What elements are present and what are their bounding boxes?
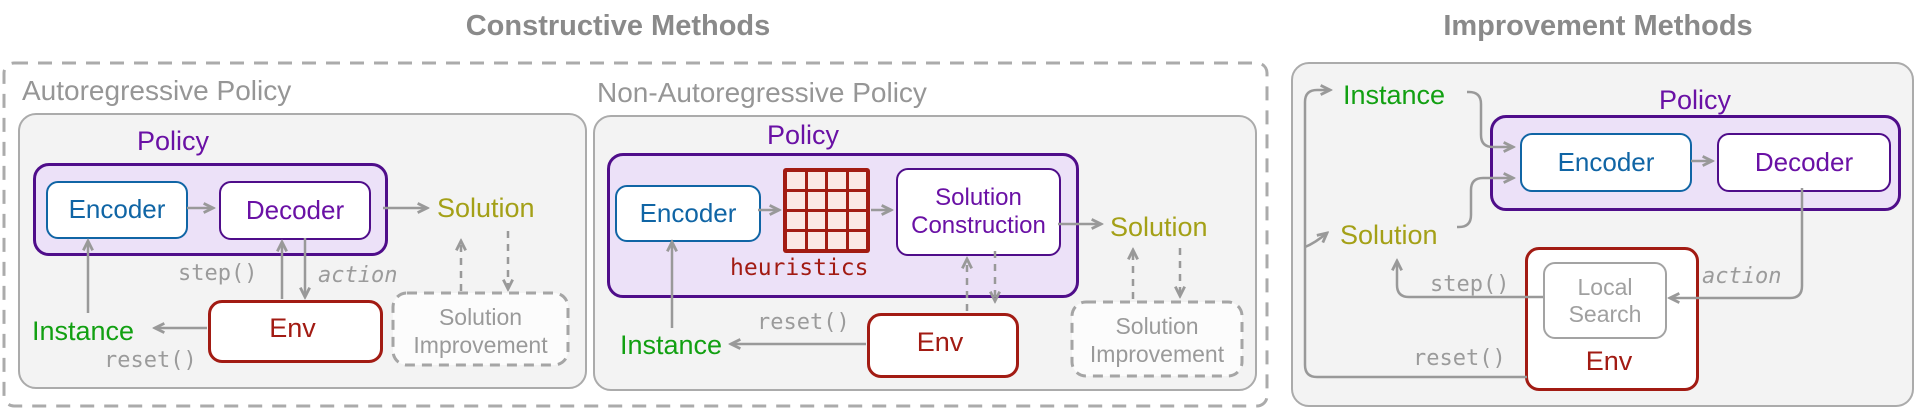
imp-step-label: step() (1430, 272, 1510, 297)
nar-encoder-box: Encoder (615, 185, 761, 242)
imp-instance-label: Instance (1343, 80, 1446, 110)
nar-si-line1: Solution (1115, 313, 1199, 339)
ar-encoder-box: Encoder (46, 181, 188, 239)
ar-decoder-box: Decoder (219, 181, 371, 240)
nar-env-label: Env (916, 327, 964, 357)
ar-step-label: step() (178, 261, 258, 286)
ar-instance-label: Instance (32, 316, 135, 346)
ar-env-label: Env (269, 313, 316, 343)
sc-line1: Solution (935, 184, 1022, 212)
imp-decoder-label: Decoder (1754, 146, 1854, 177)
nar-reset-label: reset() (757, 310, 850, 335)
nar-policy-label: Policy (766, 120, 840, 150)
ar-reset-label: reset() (104, 348, 197, 373)
ar-decoder-label: Decoder (245, 194, 345, 225)
imp-local-search-box: Local Search (1543, 262, 1667, 339)
imp-action-label: action (1702, 264, 1782, 289)
ar-solution-improvement-label: Solution Improvement (393, 303, 568, 359)
imp-solution-label: Solution (1340, 220, 1438, 250)
imp-decoder-box: Decoder (1717, 133, 1891, 192)
constructive-methods-title: Constructive Methods (465, 10, 771, 42)
imp-env-label: Env (1585, 346, 1633, 376)
ar-policy-label: Policy (136, 126, 210, 156)
imp-encoder-label: Encoder (1557, 146, 1655, 177)
ar-si-line2: Improvement (413, 332, 548, 359)
nar-solution-label: Solution (1110, 212, 1208, 242)
nar-heuristics-label: heuristics (730, 255, 869, 281)
ls-line2: Search (1568, 300, 1642, 327)
nar-si-line2: Improvement (1089, 341, 1225, 368)
nar-encoder-label: Encoder (639, 197, 737, 228)
ar-encoder-label: Encoder (68, 194, 166, 225)
heuristics-grid-icon (783, 168, 870, 253)
nar-solution-construction-label: Solution Construction (911, 184, 1046, 239)
improvement-methods-title: Improvement Methods (1443, 10, 1753, 42)
ar-action-label: action (318, 263, 398, 288)
nar-solution-construction-box: Solution Construction (896, 168, 1061, 256)
nar-panel-label: Non-Autoregressive Policy (597, 77, 927, 108)
sc-line2: Construction (911, 212, 1046, 239)
imp-local-search-label: Local Search (1569, 274, 1642, 327)
nar-instance-label: Instance (620, 330, 723, 360)
imp-encoder-box: Encoder (1520, 133, 1692, 192)
ls-line1: Local (1577, 274, 1633, 301)
imp-policy-label: Policy (1658, 85, 1732, 115)
ar-panel-label: Autoregressive Policy (22, 75, 292, 106)
ar-si-line1: Solution (438, 304, 523, 330)
ar-solution-label: Solution (437, 193, 535, 223)
imp-reset-label: reset() (1413, 346, 1506, 371)
nar-solution-improvement-label: Solution Improvement (1072, 312, 1242, 368)
